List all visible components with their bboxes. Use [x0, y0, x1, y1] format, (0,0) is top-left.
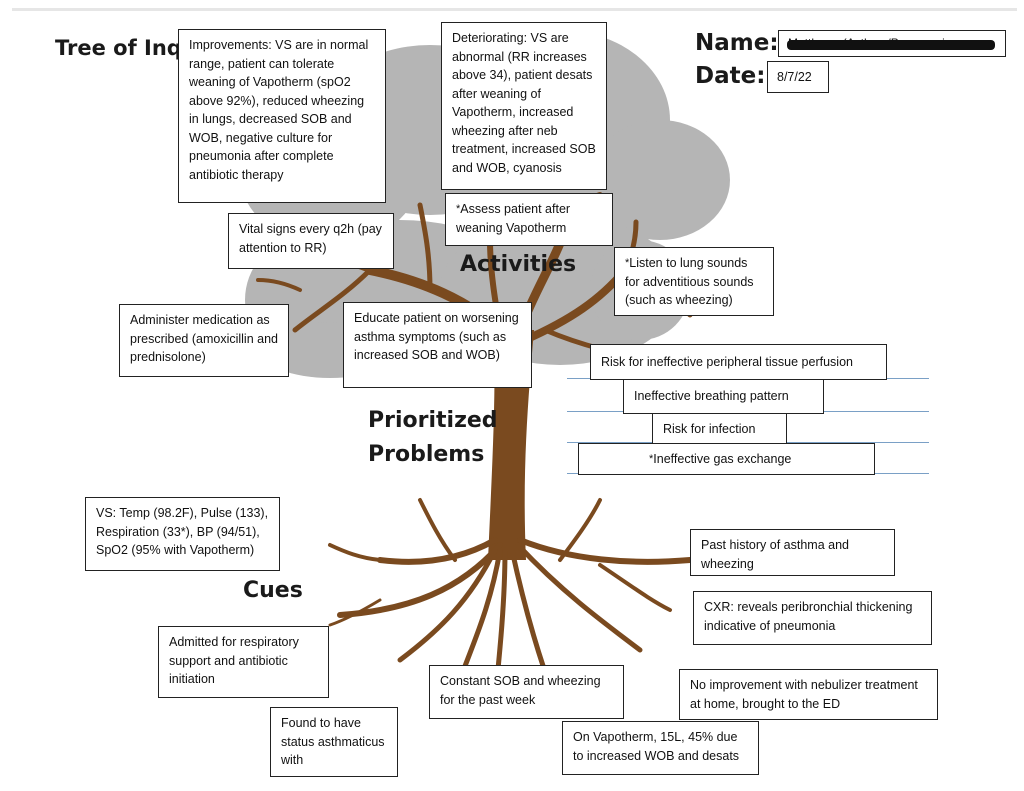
problems-heading: Problems [368, 442, 485, 467]
medication-activity-box: Administer medication as prescribed (amo… [119, 304, 289, 377]
asthmaticus-cue-box: Found to have status asthmaticus with [270, 707, 398, 777]
redaction-bar [787, 40, 995, 50]
asterisk-marker: * [649, 453, 654, 465]
asterisk-marker: * [456, 203, 461, 215]
vapotherm-cue-box: On Vapotherm, 15L, 45% due to increased … [562, 721, 759, 775]
vital-signs-cue-box: VS: Temp (98.2F), Pulse (133), Respirati… [85, 497, 280, 571]
educate-activity-box: Educate patient on worsening asthma symp… [343, 302, 532, 388]
gas-exchange-problem-text: Ineffective gas exchange [653, 452, 792, 466]
name-label: Name: [695, 30, 779, 56]
breathing-problem-box: Ineffective breathing pattern [623, 379, 824, 414]
assess-activity-box: *Assess patient after weaning Vapotherm [445, 193, 613, 246]
date-field[interactable]: 8/7/22 [767, 61, 829, 93]
no-improvement-cue-box: No improvement with nebulizer treatment … [679, 669, 938, 720]
admitted-cue-box: Admitted for respiratory support and ant… [158, 626, 329, 698]
date-label: Date: [695, 63, 766, 89]
cues-heading: Cues [243, 578, 303, 603]
gas-exchange-problem-box: *Ineffective gas exchange [578, 443, 875, 475]
improvements-box: Improvements: VS are in normal range, pa… [178, 29, 386, 203]
asterisk-marker: * [625, 257, 630, 269]
deteriorating-box: Deteriorating: VS are abnormal (RR incre… [441, 22, 607, 190]
infection-problem-box: Risk for infection [652, 413, 787, 444]
lung-sounds-activity-box: *Listen to lung sounds for adventitious … [614, 247, 774, 316]
lung-sounds-activity-text: Listen to lung sounds for adventitious s… [625, 256, 754, 307]
page-title: Tree of Inq [55, 36, 182, 60]
vitals-activity-box: Vital signs every q2h (pay attention to … [228, 213, 394, 269]
activities-heading: Activities [460, 252, 577, 277]
perfusion-problem-box: Risk for ineffective peripheral tissue p… [590, 344, 887, 380]
cxr-cue-box: CXR: reveals peribronchial thickening in… [693, 591, 932, 645]
top-border [12, 8, 1017, 11]
history-cue-box: Past history of asthma and wheezing [690, 529, 895, 576]
prioritized-heading: Prioritized [368, 408, 498, 433]
constant-sob-cue-box: Constant SOB and wheezing for the past w… [429, 665, 624, 719]
assess-activity-text: Assess patient after weaning Vapotherm [456, 202, 571, 235]
